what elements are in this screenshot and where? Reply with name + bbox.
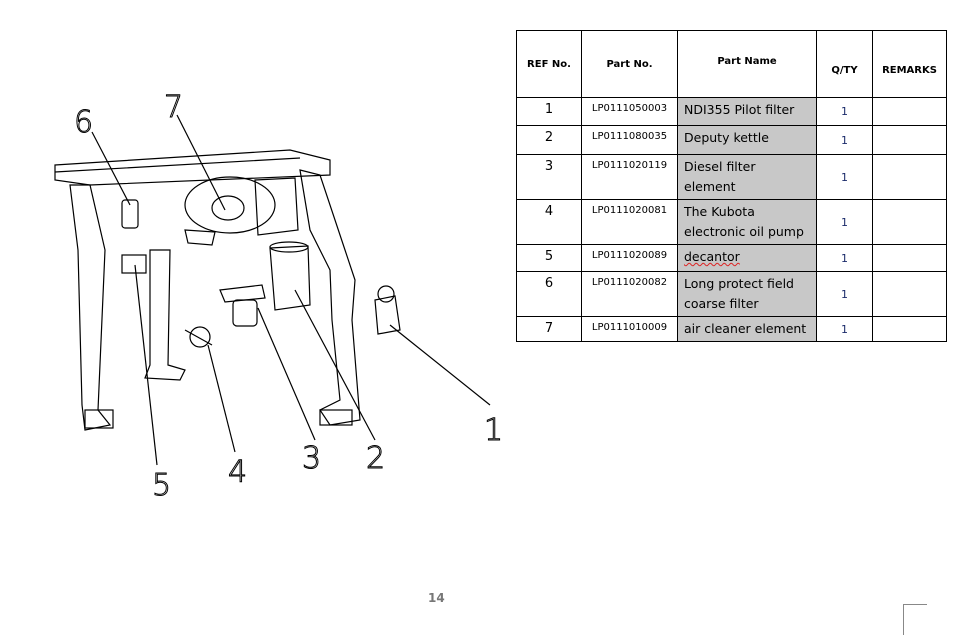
qty-cell: 1 <box>816 154 873 200</box>
ref-cell: 2 <box>516 125 582 155</box>
table-row: 5 LP0111020089 decantor 1 <box>516 244 947 272</box>
frame-right-arm <box>299 169 361 426</box>
part-name-cell: Diesel filter element <box>677 154 817 200</box>
callout-4: 4 <box>228 455 247 490</box>
frame-left-leg <box>69 184 112 431</box>
table-row: 4 LP0111020081 The Kubota electronic oil… <box>516 199 947 245</box>
ref-cell: 6 <box>516 271 582 317</box>
ref-cell: 1 <box>516 97 582 126</box>
part-name-cell: The Kubota electronic oil pump <box>677 199 817 245</box>
part-no-cell: LP0111020119 <box>581 154 678 200</box>
header-part-name: Part Name <box>677 30 817 98</box>
table-row: 1 LP0111050003 NDI355 Pilot filter 1 <box>516 97 947 126</box>
qty-cell: 1 <box>816 244 873 272</box>
part-no-cell: LP0111020082 <box>581 271 678 317</box>
callout-7: 7 <box>164 90 183 125</box>
parts-table: REF No. Part No. Part Name Q/TY REMARKS … <box>516 30 947 342</box>
parts-exploded-drawing: 6 7 5 4 3 2 1 <box>54 90 504 504</box>
table-row: 6 LP0111020082 Long protect field coarse… <box>516 271 947 317</box>
part-name-cell: Long protect field coarse filter <box>677 271 817 317</box>
table-header-row: REF No. Part No. Part Name Q/TY REMARKS <box>516 30 947 98</box>
leader-1 <box>389 324 491 406</box>
qty-cell: 1 <box>816 271 873 317</box>
remarks-cell <box>872 271 947 317</box>
page-corner-mark <box>903 604 927 635</box>
qty-cell: 1 <box>816 97 873 126</box>
callout-2: 2 <box>366 441 385 476</box>
qty-cell: 1 <box>816 199 873 245</box>
remarks-cell <box>872 316 947 342</box>
part-name-cell: Deputy kettle <box>677 125 817 155</box>
header-remarks: REMARKS <box>872 30 947 98</box>
table-row: 7 LP0111010009 air cleaner element 1 <box>516 316 947 342</box>
page-number: 14 <box>428 591 445 605</box>
callout-6: 6 <box>74 105 93 140</box>
remarks-cell <box>872 97 947 126</box>
callout-3: 3 <box>302 441 321 476</box>
part-no-cell: LP0111020081 <box>581 199 678 245</box>
leader-2 <box>294 289 376 441</box>
ref-cell: 7 <box>516 316 582 342</box>
ref-cell: 4 <box>516 199 582 245</box>
leader-7 <box>176 114 226 211</box>
table-row: 3 LP0111020119 Diesel filter element 1 <box>516 154 947 200</box>
remarks-cell <box>872 244 947 272</box>
leader-3 <box>257 307 316 441</box>
header-ref: REF No. <box>516 30 582 98</box>
part-no-cell: LP0111020089 <box>581 244 678 272</box>
part-name-cell: decantor <box>677 244 817 272</box>
part-no-cell: LP0111010009 <box>581 316 678 342</box>
part-no-cell: LP0111080035 <box>581 125 678 155</box>
leader-5 <box>134 264 158 466</box>
remarks-cell <box>872 154 947 200</box>
callout-1: 1 <box>484 413 503 448</box>
part-name-cell: NDI355 Pilot filter <box>677 97 817 126</box>
part-name-cell: air cleaner element <box>677 316 817 342</box>
header-qty: Q/TY <box>816 30 873 98</box>
header-part-no: Part No. <box>581 30 678 98</box>
leader-4 <box>207 344 236 453</box>
callout-5: 5 <box>152 468 171 503</box>
leader-6 <box>91 131 131 206</box>
frame-middle-leg <box>144 249 186 381</box>
frame-top-beam <box>54 149 331 186</box>
ref-cell: 5 <box>516 244 582 272</box>
remarks-cell <box>872 125 947 155</box>
table-row: 2 LP0111080035 Deputy kettle 1 <box>516 125 947 155</box>
qty-cell: 1 <box>816 316 873 342</box>
ref-cell: 3 <box>516 154 582 200</box>
qty-cell: 1 <box>816 125 873 155</box>
part-no-cell: LP0111050003 <box>581 97 678 126</box>
remarks-cell <box>872 199 947 245</box>
